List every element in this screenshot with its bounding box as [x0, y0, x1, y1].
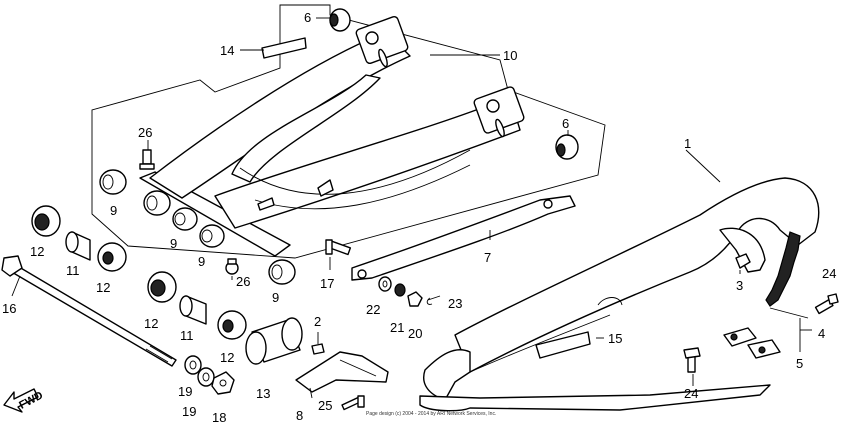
callout-numbers: 1 2 3 4 5 6 6 7 8 9 9 9 9 10 11 11 12 12…	[2, 10, 836, 425]
forward-arrow-icon	[3, 388, 39, 413]
callout-12-a: 12	[30, 244, 44, 259]
callout-9-a: 9	[110, 203, 117, 218]
copyright-notice: Page design (c) 2004 - 2014 by ARI Netwo…	[366, 411, 496, 417]
callout-14: 14	[220, 43, 234, 58]
callout-12-d: 12	[220, 350, 234, 365]
master-link-clip[interactable]	[735, 253, 751, 269]
callout-25: 25	[318, 398, 332, 413]
pivot-bolt[interactable]	[1, 255, 177, 367]
forward-label: FWD	[17, 389, 45, 411]
callout-1: 1	[684, 136, 691, 151]
callout-15: 15	[608, 331, 622, 346]
callout-18: 18	[212, 410, 226, 425]
nut-20[interactable]	[407, 291, 423, 307]
callout-5: 5	[796, 356, 803, 371]
callout-21: 21	[390, 320, 404, 335]
dust-seal-upper[interactable]	[31, 205, 61, 237]
chain-case[interactable]	[419, 177, 820, 412]
washer-21[interactable]	[394, 283, 406, 297]
swingarm-decal[interactable]	[261, 37, 307, 59]
callout-7: 7	[484, 250, 491, 265]
callout-9-c: 9	[198, 254, 205, 269]
callout-11-a: 11	[66, 263, 80, 278]
callout-9-b: 9	[170, 236, 177, 251]
pivot-nut[interactable]	[211, 371, 235, 395]
callout-24-upper: 24	[822, 266, 836, 281]
callout-6-right: 6	[562, 116, 569, 131]
callout-9-d: 9	[272, 290, 279, 305]
bolt-25[interactable]	[341, 395, 365, 411]
chain-case-bolt-lower[interactable]	[683, 347, 701, 373]
pivot-bushing-upper[interactable]	[65, 231, 91, 261]
washer-22[interactable]	[378, 276, 392, 292]
chain-case-label[interactable]	[535, 331, 591, 359]
callout-19-a: 19	[178, 384, 192, 399]
callout-24-lower: 24	[684, 386, 698, 401]
callout-2: 2	[314, 314, 321, 329]
callout-23: 23	[448, 296, 462, 311]
pivot-collar-13[interactable]	[245, 317, 303, 365]
callout-11-b: 11	[180, 328, 194, 343]
master-link-plates[interactable]	[723, 327, 781, 359]
cotter-pin-23[interactable]	[426, 295, 441, 305]
callout-3: 3	[736, 278, 743, 293]
grease-fitting-lower[interactable]	[225, 258, 239, 275]
pivot-collar-right[interactable]	[555, 134, 579, 160]
dust-seal-mid[interactable]	[147, 271, 177, 303]
bolt-2[interactable]	[311, 332, 325, 355]
drive-chain-link-arm[interactable]	[351, 195, 576, 281]
callout-26-upper: 26	[138, 125, 152, 140]
leader-lines	[11, 17, 812, 399]
callout-26-lower: 26	[236, 274, 250, 289]
callout-6-top: 6	[304, 10, 311, 25]
chain-case-bolt-upper[interactable]	[814, 293, 839, 315]
callout-8: 8	[296, 408, 303, 423]
callout-13: 13	[256, 386, 270, 401]
bolt-17[interactable]	[325, 239, 352, 256]
grease-fitting-upper[interactable]	[139, 149, 155, 170]
callout-4: 4	[818, 326, 825, 341]
callout-12-c: 12	[144, 316, 158, 331]
callout-12-b: 12	[96, 280, 110, 295]
callout-20: 20	[408, 326, 422, 341]
pivot-washer-upper[interactable]	[97, 242, 127, 272]
chain-slider-guide[interactable]	[295, 351, 389, 393]
needle-bearings[interactable]	[99, 169, 296, 285]
pivot-collar-top[interactable]	[329, 8, 351, 32]
pivot-washer-19[interactable]	[184, 355, 215, 387]
pivot-bushing-lower[interactable]	[179, 295, 207, 325]
swingarm-assembly[interactable]	[91, 4, 606, 259]
callout-19-b: 19	[182, 404, 196, 419]
callout-17: 17	[320, 276, 334, 291]
pivot-washer-lower[interactable]	[217, 310, 247, 340]
callout-22: 22	[366, 302, 380, 317]
callout-10: 10	[503, 48, 517, 63]
callout-16: 16	[2, 301, 16, 316]
